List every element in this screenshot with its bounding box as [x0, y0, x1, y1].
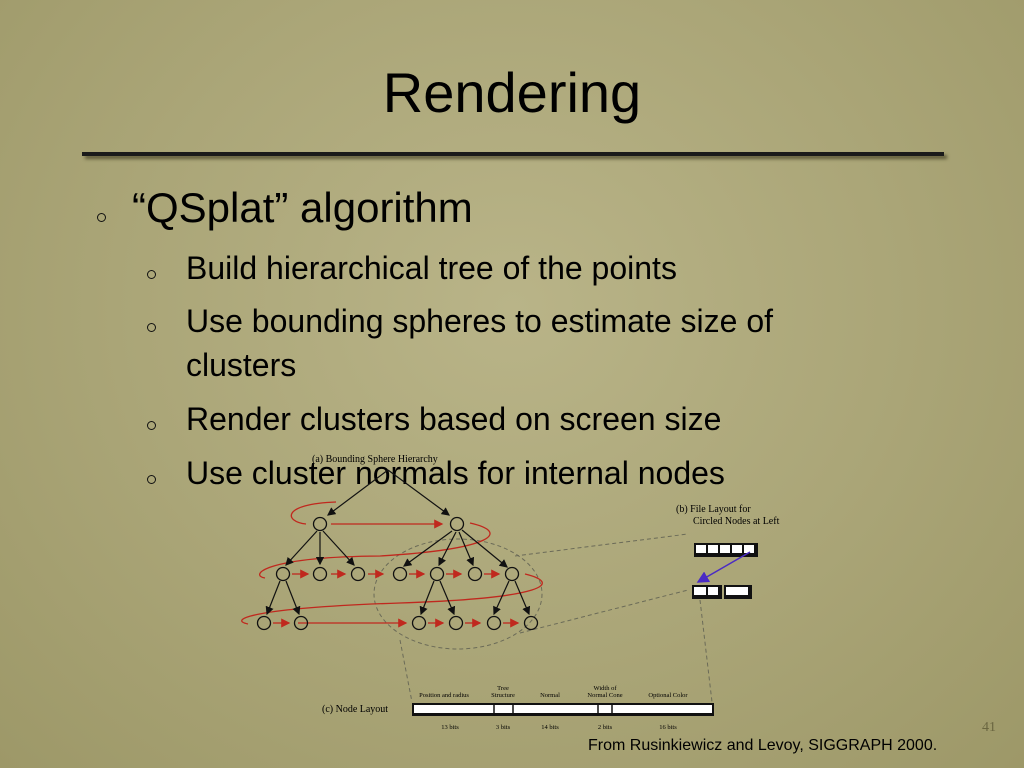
source-credit: From Rusinkiewicz and Levoy, SIGGRAPH 20… — [588, 737, 938, 754]
tree-node — [504, 566, 520, 582]
circled-subtree-outline — [373, 538, 543, 650]
field-label: Optional Color — [648, 692, 688, 699]
tree-node — [411, 615, 427, 631]
field-bits: 13 bits — [441, 724, 459, 731]
field-bits: 16 bits — [659, 724, 677, 731]
field-label: Tree — [497, 685, 509, 692]
page-number: 41 — [982, 720, 996, 735]
tree-node — [523, 615, 539, 631]
caption-b-line2: Circled Nodes at Left — [693, 516, 780, 527]
field-label: Structure — [491, 692, 515, 699]
bullet-marker — [147, 270, 156, 279]
traversal-arrows — [273, 519, 520, 628]
tree-edges — [265, 469, 531, 616]
bullet-marker — [147, 475, 156, 484]
field-label: Position and radius — [419, 692, 469, 699]
caption-c: (c) Node Layout — [322, 704, 388, 715]
tree-node — [449, 516, 465, 532]
bullet-item: Use cluster normals for internal nodes — [186, 455, 725, 491]
field-bits: 14 bits — [541, 724, 559, 731]
caption-b-line1: (b) File Layout for — [676, 504, 751, 515]
tree-node — [467, 566, 483, 582]
field-label: Normal — [540, 692, 560, 699]
dashed-connector — [514, 533, 689, 557]
node-layout-bar — [412, 703, 714, 716]
dashed-connector — [399, 639, 413, 703]
tree-node — [312, 516, 328, 532]
dashed-connector — [519, 589, 689, 634]
bullet-item: Build hierarchical tree of the points — [186, 250, 677, 286]
field-label: Normal Cone — [587, 692, 622, 699]
field-bits: 2 bits — [598, 724, 613, 731]
tree-node — [312, 566, 328, 582]
title-rule — [82, 152, 944, 156]
tree-node — [392, 566, 408, 582]
bullet-item: Render clusters based on screen size — [186, 401, 722, 437]
file-layout-parent-record — [694, 543, 758, 557]
caption-a: (a) Bounding Sphere Hierarchy — [312, 454, 438, 465]
bullet-main: “QSplat” algorithm — [132, 184, 473, 231]
traversal-curves — [241, 501, 543, 625]
bullet-marker — [147, 323, 156, 332]
bullet-marker — [147, 421, 156, 430]
field-label: Width of — [593, 685, 617, 692]
tree-node — [350, 566, 366, 582]
slide-title: Rendering — [382, 61, 642, 124]
file-layout-child-record — [692, 585, 752, 599]
tree-node — [293, 615, 309, 631]
bullet-item: Use bounding spheres to estimate size of… — [186, 303, 773, 383]
tree-node — [275, 566, 291, 582]
field-bits: 3 bits — [496, 724, 511, 731]
bullet-main-marker — [97, 213, 106, 222]
dashed-connector — [699, 599, 713, 703]
tree-node — [486, 615, 502, 631]
child-pointer-arrow — [696, 551, 751, 583]
tree-node — [448, 615, 464, 631]
tree-node — [256, 615, 272, 631]
tree-node — [429, 566, 445, 582]
